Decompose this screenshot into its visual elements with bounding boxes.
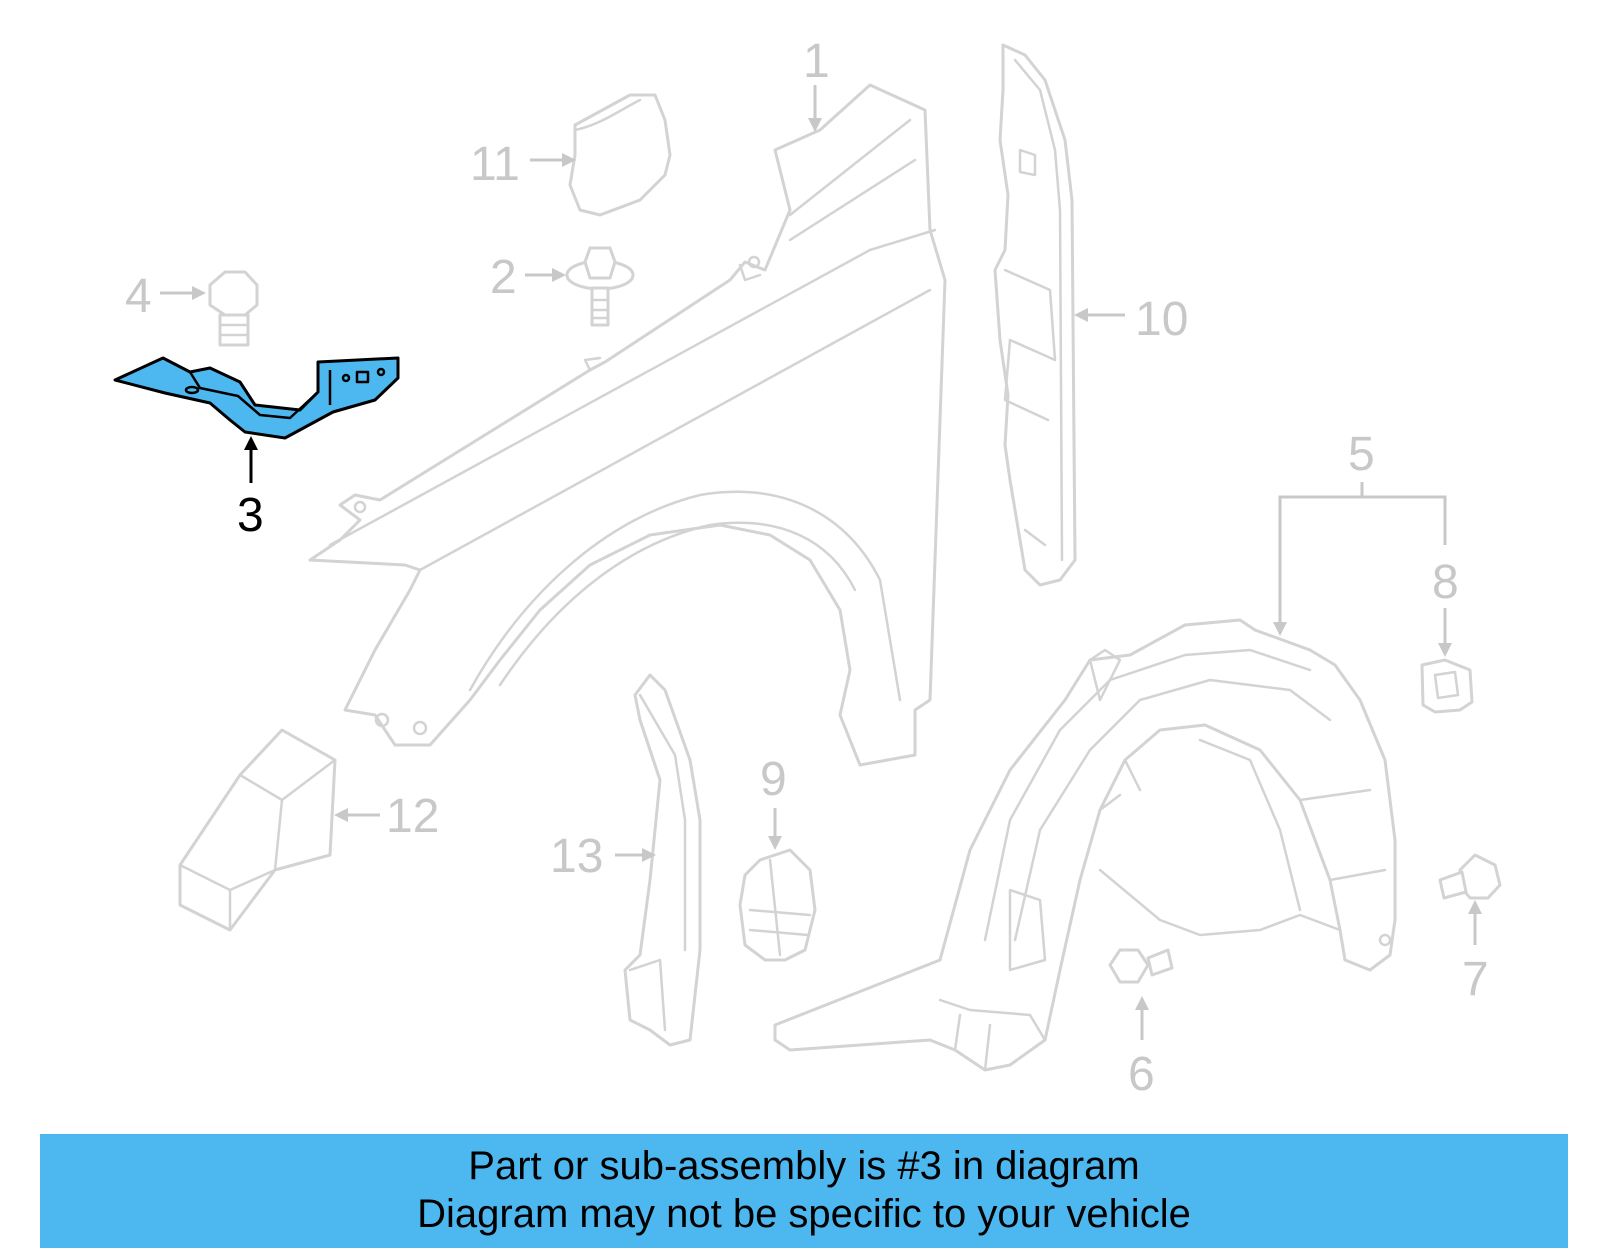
callout-1: 1 [803,35,830,88]
callout-2: 2 [490,251,517,304]
liner-part-5[interactable] [773,618,1397,1072]
callout-3-highlighted: 3 [237,489,264,542]
callout-9: 9 [760,753,787,806]
callout-11: 11 [470,138,520,191]
fender-part-1[interactable] [308,83,947,767]
plug-part-9[interactable] [738,848,817,962]
callout-13: 13 [550,830,603,883]
info-banner: Part or sub-assembly is #3 in diagram Di… [40,1134,1568,1248]
callout-labels: 1 11 2 4 10 3 5 8 12 13 9 7 6 [125,35,1489,1101]
bolt-part-2[interactable] [565,246,635,327]
callout-12: 12 [386,790,439,843]
bracket-part-10[interactable] [993,43,1077,587]
panel-part-12[interactable] [178,728,337,932]
banner-line-disclaimer: Diagram may not be specific to your vehi… [417,1192,1191,1236]
leader-lines [160,85,1482,1040]
bracket-part-3-highlighted[interactable] [113,356,400,440]
bolt-part-4[interactable] [208,270,259,347]
clip-part-8[interactable] [1420,658,1474,714]
bolt-part-6[interactable] [1108,948,1174,984]
callout-4: 4 [125,270,152,323]
banner-line-part-number: Part or sub-assembly is #3 in diagram [468,1144,1140,1188]
strip-part-13[interactable] [623,673,702,1047]
callout-5: 5 [1348,428,1375,481]
callout-7: 7 [1462,953,1489,1006]
pin-part-7[interactable] [1438,853,1502,900]
callout-8: 8 [1432,556,1459,609]
callout-6: 6 [1128,1048,1155,1101]
cap-part-11[interactable] [568,93,672,217]
callout-10: 10 [1135,293,1188,346]
